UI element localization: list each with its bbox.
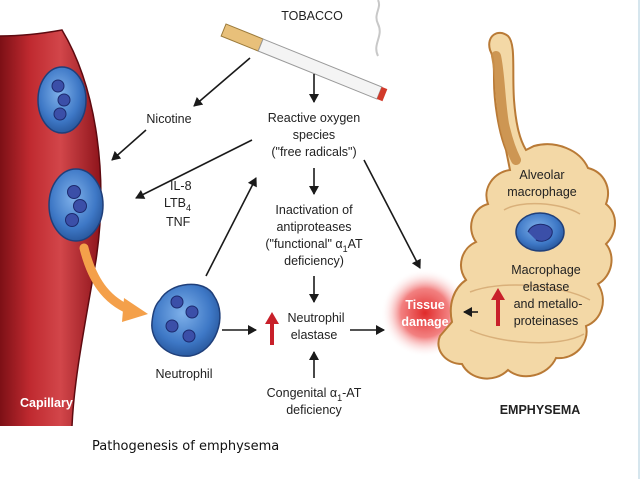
capillary-cell-top (37, 66, 87, 134)
caption-area (0, 426, 640, 479)
arrow-tobacco-to-nicotine (193, 57, 251, 107)
inactivation-label: Inactivation of antiproteases ("function… (265, 203, 363, 268)
svg-text:proteinases: proteinases (514, 314, 579, 328)
neutrophil-elastase-label: Neutrophil elastase (265, 311, 344, 345)
arrow-neutrophil-to-ros (205, 177, 257, 277)
svg-text:and metallo-: and metallo- (514, 297, 583, 311)
svg-text:macrophage: macrophage (507, 185, 577, 199)
svg-text:deficiency): deficiency) (284, 254, 344, 268)
pathway-arrows (111, 57, 478, 378)
nicotine-label: Nicotine (146, 112, 191, 126)
arrow-ros-to-tissue-damage (363, 159, 421, 269)
ros-label: Reactive oxygen species ("free radicals"… (268, 111, 360, 159)
svg-text:elastase: elastase (523, 280, 570, 294)
emphysema-label: EMPHYSEMA (500, 403, 581, 417)
svg-text:Neutrophil: Neutrophil (288, 311, 345, 325)
emphysema-pathogenesis-diagram: Capillary Neutrophil TOBACCO Nicotine Re… (0, 0, 616, 426)
macrophage-increase-arrow-icon (491, 288, 505, 326)
svg-text:damage: damage (401, 315, 448, 329)
tobacco-label: TOBACCO (281, 9, 343, 23)
svg-text:TNF: TNF (166, 215, 191, 229)
increase-arrow-icon (265, 312, 279, 345)
svg-text:species: species (293, 128, 335, 142)
svg-text:("functional" α1AT: ("functional" α1AT (265, 237, 363, 254)
arrow-ros-to-capillary (135, 139, 253, 199)
macrophage-cell (515, 212, 565, 252)
svg-text:elastase: elastase (291, 328, 338, 342)
figure-caption: Pathogenesis of emphysema (92, 439, 280, 454)
svg-text:Macrophage: Macrophage (511, 263, 581, 277)
congenital-label: Congenital α1-AT deficiency (267, 386, 362, 417)
svg-text:antiproteases: antiproteases (276, 220, 351, 234)
cigarette-icon (220, 0, 388, 102)
svg-text:Congenital α1-AT: Congenital α1-AT (267, 386, 362, 403)
svg-text:Reactive oxygen: Reactive oxygen (268, 111, 360, 125)
svg-text:Inactivation of: Inactivation of (275, 203, 353, 217)
svg-text:("free radicals"): ("free radicals") (271, 145, 356, 159)
svg-text:LTB4: LTB4 (164, 196, 191, 213)
capillary-cell-middle (48, 168, 104, 242)
svg-text:IL-8: IL-8 (170, 179, 192, 193)
alveolar-macrophage-label: Alveolar macrophage (507, 168, 577, 199)
neutrophil-label: Neutrophil (156, 367, 213, 381)
svg-text:Tissue: Tissue (405, 298, 444, 312)
slide-edge (638, 0, 640, 479)
arrow-nicotine-to-capillary (111, 129, 147, 161)
alveolus (437, 31, 616, 380)
neutrophil-cell (151, 283, 221, 357)
macrophage-elastase-label: Macrophage elastase and metallo- protein… (511, 263, 582, 328)
migration-arrow (79, 243, 148, 322)
svg-text:Alveolar: Alveolar (519, 168, 564, 182)
capillary-label: Capillary (20, 396, 73, 410)
svg-text:deficiency: deficiency (286, 403, 342, 417)
cytokines-label: IL-8 LTB4 TNF (164, 179, 192, 229)
capillary-vessel (0, 29, 102, 426)
